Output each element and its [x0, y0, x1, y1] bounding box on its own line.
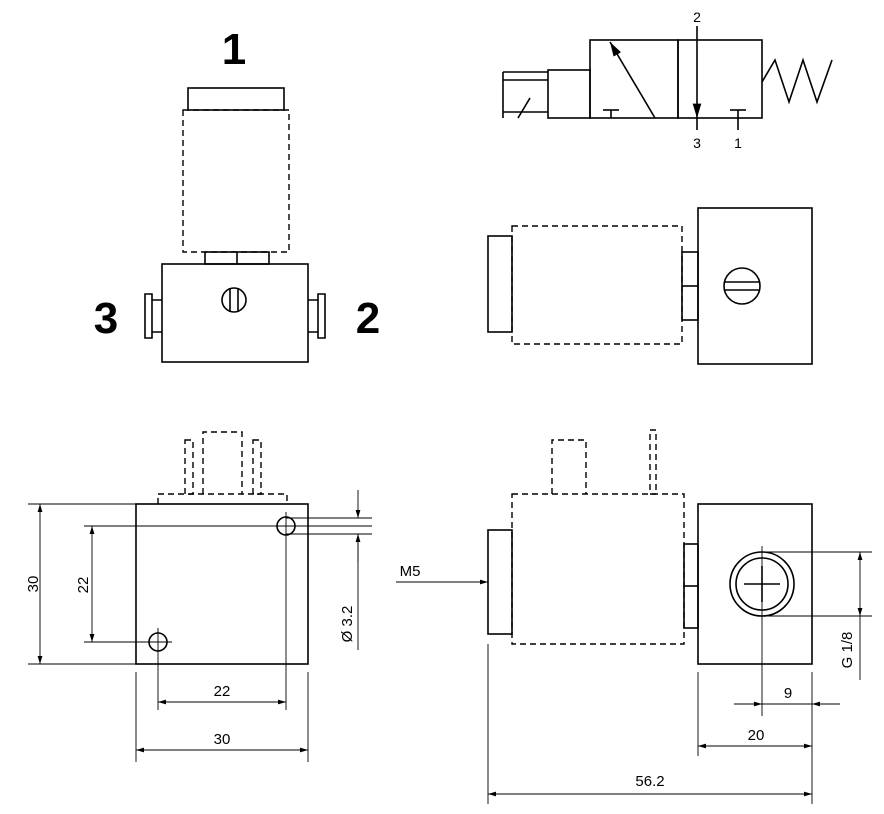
dim-body-width: 20	[748, 727, 765, 744]
spring-icon	[761, 57, 833, 105]
fitting-right	[308, 293, 326, 339]
front-section-view: M5 G 1/8 9 20 56.2	[396, 429, 872, 804]
symbol-label-3: 3	[693, 135, 701, 151]
dim-total-length: 56.2	[635, 773, 664, 790]
symbol-box-left	[589, 39, 679, 119]
dim-width-22: 22	[214, 683, 231, 700]
bottom-view: 30 22 Ø 3.2 22 30	[25, 431, 372, 762]
valve-body-side	[697, 207, 813, 365]
dim-port-offset: 9	[784, 685, 792, 702]
dim-height-30: 30	[25, 576, 42, 593]
coil-outline	[182, 109, 290, 253]
symbol-box-right	[677, 39, 763, 119]
port-3-label: 3	[94, 294, 118, 343]
dim-thread-m5: M5	[400, 563, 421, 580]
bottom-body	[135, 503, 309, 665]
dim-height-22: 22	[75, 577, 92, 594]
coil-cap	[187, 87, 285, 111]
front-view: 1 3 2	[94, 25, 380, 363]
port-2-label: 2	[356, 294, 380, 343]
coil-cap-front	[487, 529, 513, 635]
symbol-label-2: 2	[693, 9, 701, 25]
valve-symbol: 2 3 1	[502, 9, 833, 151]
screw-icon	[221, 287, 247, 313]
coil-cap-side	[487, 235, 513, 333]
dim-port-thread: G 1/8	[839, 632, 856, 669]
coil-outline-side	[511, 225, 683, 345]
coil-outline-front	[511, 493, 685, 645]
dim-width-30: 30	[214, 731, 231, 748]
screw-icon-side	[723, 267, 761, 305]
dim-hole-diameter: Ø 3.2	[339, 606, 356, 643]
symbol-label-1: 1	[734, 135, 742, 151]
valve-body	[161, 263, 309, 363]
side-view	[487, 207, 813, 365]
valve-body-front	[697, 503, 813, 665]
fitting-left	[144, 293, 162, 339]
port-1-label: 1	[222, 25, 246, 74]
